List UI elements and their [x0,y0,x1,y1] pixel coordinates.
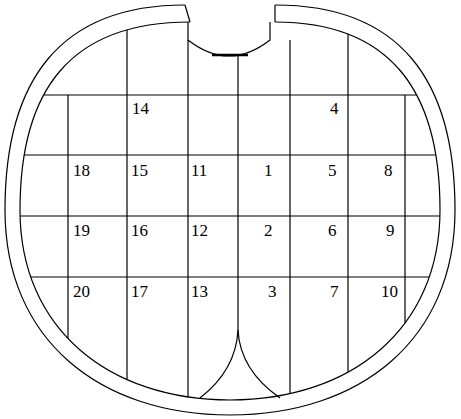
region-number: 15 [131,162,148,179]
region-number: 5 [328,162,337,179]
region-number: 2 [264,222,273,239]
region-number: 8 [384,162,393,179]
mediastinum-notch [188,22,270,56]
region-number: 9 [386,222,395,239]
region-number: 19 [73,222,90,239]
region-number: 18 [73,162,90,179]
grid-lines [0,10,461,410]
region-number: 14 [132,100,149,117]
region-number: 3 [268,283,277,300]
region-number: 4 [330,100,339,117]
region-number: 12 [191,222,208,239]
inner-wall [20,22,440,400]
region-number: 6 [328,222,337,239]
region-number: 10 [381,283,398,300]
region-number: 1 [264,162,273,179]
region-number: 7 [330,283,339,300]
outer-wall [5,5,455,415]
region-number: 16 [131,222,148,239]
region-number: 11 [191,162,207,179]
region-number: 17 [131,283,148,300]
region-number: 20 [73,283,90,300]
region-number: 13 [191,283,208,300]
